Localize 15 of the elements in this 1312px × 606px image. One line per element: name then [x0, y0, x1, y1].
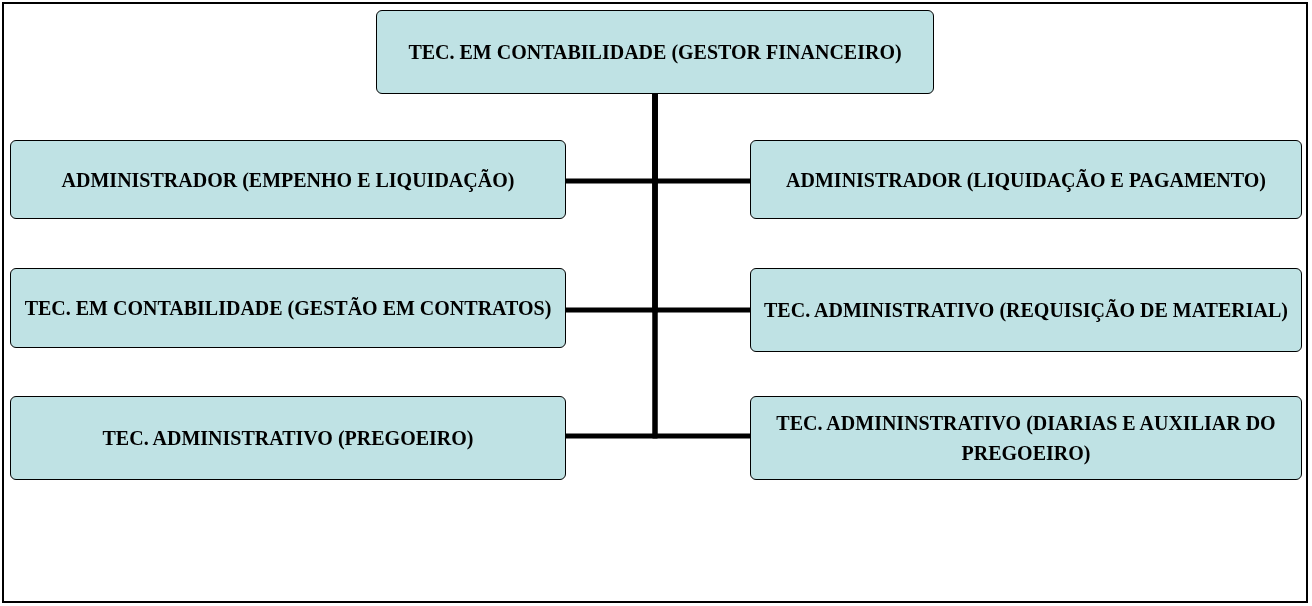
role-box	[750, 140, 1302, 219]
role-box	[10, 268, 566, 348]
role-title: ADMINISTRADOR (EMPENHO E LIQUIDAÇÃO)	[61, 167, 515, 194]
role-title: TEC. ADMINISTRATIVO (REQUISIÇÃO DE MATERIAL)	[764, 298, 1288, 324]
connector-line	[652, 94, 750, 439]
role-title: TEC. ADMININSTRATIVO (DIARIAS E AUXILIAR DO PREGOEIRO)	[775, 411, 1277, 467]
role-title: ADMINISTRADOR (LIQUIDAÇÃO E PAGAMENTO)	[786, 167, 1266, 194]
role-box	[376, 10, 934, 94]
role-box	[10, 140, 566, 219]
role-box	[10, 396, 566, 480]
role-title: TEC. EM CONTABILIDADE (GESTÃO EM CONTRATOS)	[24, 296, 552, 322]
role-box	[750, 268, 1302, 352]
role-title: TEC. EM CONTABILIDADE (GESTOR FINANCEIRO)	[408, 40, 902, 66]
role-box	[750, 396, 1302, 480]
role-title: TEC. ADMINISTRATIVO (PREGOEIRO)	[102, 426, 474, 452]
